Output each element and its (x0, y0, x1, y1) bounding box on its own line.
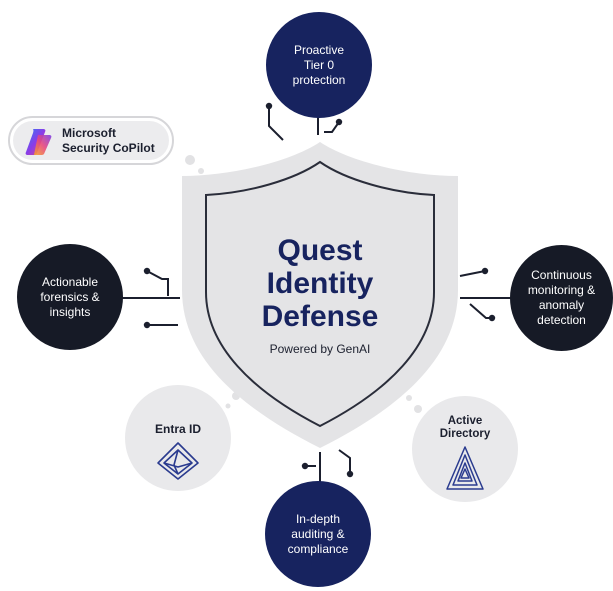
node-entra-id: Entra ID (125, 385, 231, 491)
node-label: Proactive Tier 0 protection (293, 43, 346, 88)
center-title-line: Quest (277, 234, 363, 267)
connector-dot (488, 314, 496, 322)
shield-inner (205, 160, 435, 428)
active-directory-icon (446, 446, 484, 490)
copilot-logo-icon (25, 129, 52, 155)
node-auditing-compliance: In-depth auditing & compliance (265, 481, 371, 587)
center-title: Quest Identity Defense (220, 234, 420, 333)
connector-bottom (305, 449, 351, 483)
ad-label-line: Active (447, 415, 483, 427)
copilot-badge-label: Microsoft Security CoPilot (62, 126, 155, 156)
copilot-label-line-2: Security CoPilot (62, 141, 155, 155)
node-label: Continuous monitoring & anomaly detectio… (528, 268, 595, 328)
entra-id-icon (157, 442, 199, 480)
copilot-badge: Microsoft Security CoPilot (8, 116, 174, 165)
connector-left (122, 270, 180, 326)
node-line: protection (292, 72, 346, 87)
connector-dot (143, 267, 151, 275)
node-line: anomaly (538, 298, 585, 312)
connector-dot (265, 102, 273, 110)
decor-dot (225, 403, 231, 409)
connector-dot (346, 470, 354, 478)
node-line: Tier 0 (303, 57, 335, 72)
node-line: Continuous (531, 268, 592, 282)
node-label: In-depth auditing & compliance (288, 512, 349, 557)
center-title-line: Defense (261, 300, 379, 333)
node-line: Proactive (293, 42, 344, 57)
node-forensics-insights: Actionable forensics & insights (17, 244, 123, 350)
center-title-line: Identity (266, 267, 374, 300)
connector-dot (143, 321, 151, 329)
shield-outer (182, 142, 458, 448)
ad-label-line: Directory (439, 428, 491, 440)
decor-dot (198, 168, 204, 174)
node-proactive-protection: Proactive Tier 0 protection (266, 12, 372, 118)
node-line: auditing & (291, 526, 345, 541)
node-line: compliance (287, 541, 349, 556)
node-line: forensics & (40, 289, 100, 304)
node-line: detection (537, 313, 586, 327)
entra-id-label: Entra ID (154, 422, 201, 436)
copilot-label-line-1: Microsoft (62, 126, 116, 140)
node-label: Actionable forensics & insights (40, 275, 99, 320)
node-active-directory: Active Directory (412, 396, 518, 502)
node-monitoring-detection: Continuous monitoring & anomaly detectio… (510, 245, 613, 351)
connector-dot (301, 462, 309, 470)
node-line: In-depth (295, 511, 341, 526)
decor-dot (406, 395, 412, 401)
node-line: insights (49, 304, 91, 319)
node-line: monitoring & (527, 283, 596, 297)
connector-dot (481, 267, 489, 275)
active-directory-label: Active Directory (412, 415, 518, 441)
center-subtitle: Powered by GenAI (269, 342, 371, 356)
decor-dot (414, 405, 422, 413)
node-line: Actionable (41, 274, 99, 289)
decor-dot (185, 155, 195, 165)
connector-dot (335, 118, 343, 126)
connector-right (459, 270, 512, 319)
